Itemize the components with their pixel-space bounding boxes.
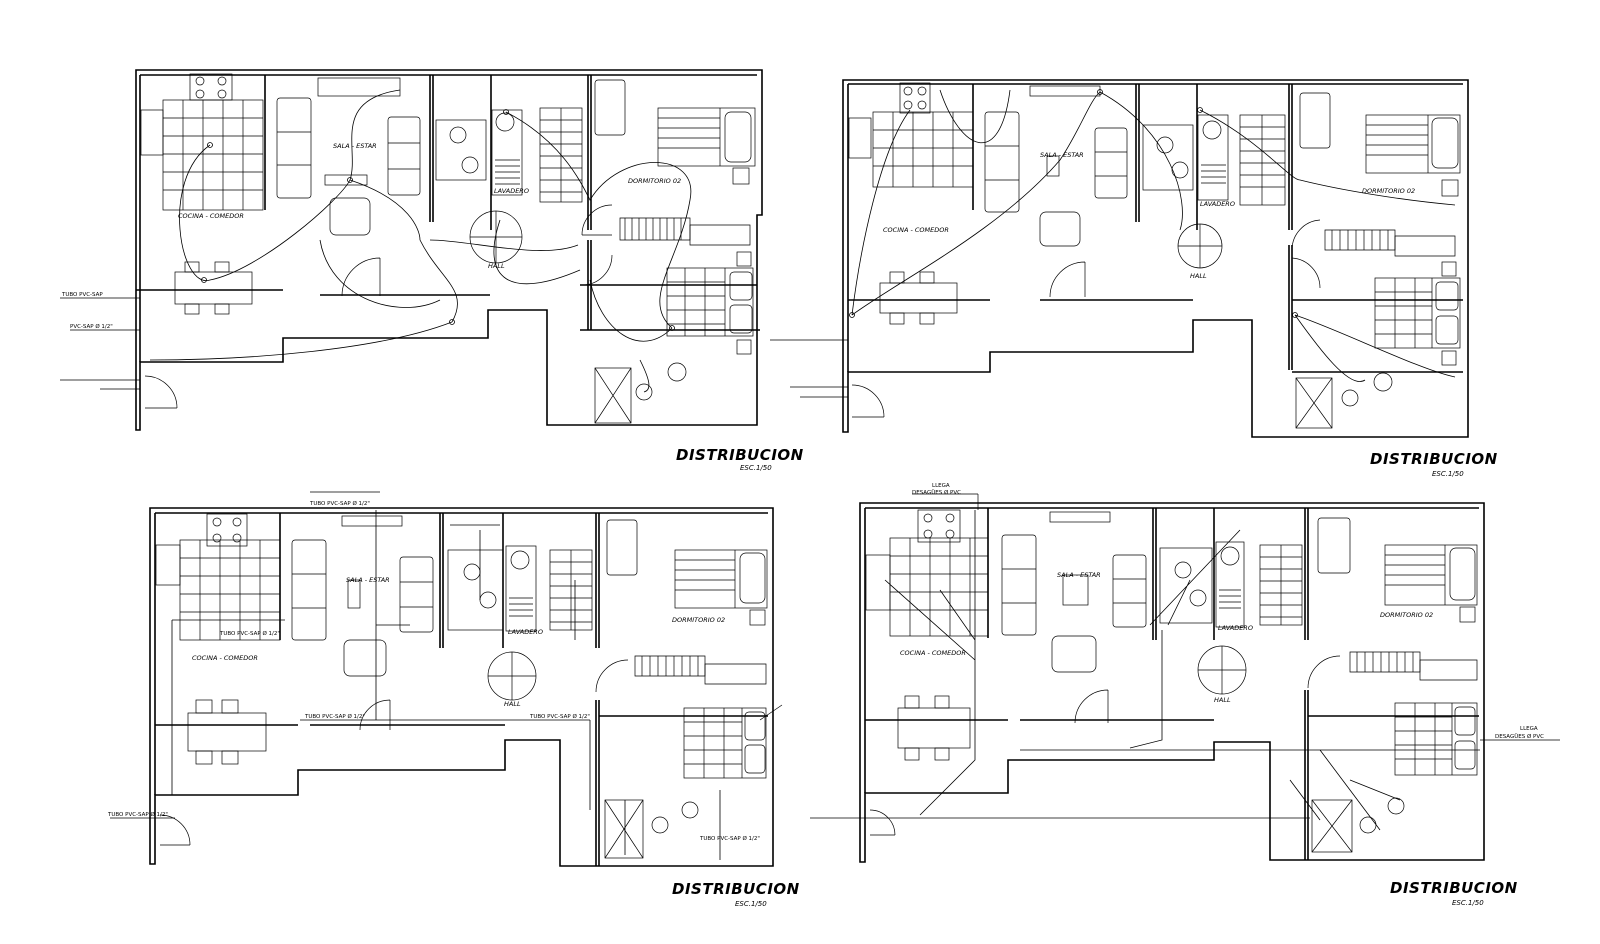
room-label-kitchen-dining: COCINA - COMEDOR <box>192 654 258 662</box>
note-pvc-sap-half: PVC-SAP Ø 1/2" <box>70 323 113 330</box>
room-label-kitchen-dining: COCINA - COMEDOR <box>883 226 949 234</box>
room-label-hall: HALL <box>1190 272 1207 280</box>
plan-title: DISTRIBUCION <box>676 446 804 464</box>
plan-title: DISTRIBUCION <box>1390 879 1518 897</box>
room-label-living: SALA - ESTAR <box>1040 151 1084 159</box>
room-label-kitchen-dining: COCINA - COMEDOR <box>900 649 966 657</box>
note-tubo-pvc-sap-5: TUBO PVC-SAP Ø 1/2" <box>529 713 590 720</box>
note-tubo-pvc-sap-4: TUBO PVC-SAP Ø 1/2" <box>304 713 365 720</box>
plan-scale: ESC.1/50 <box>1432 470 1464 478</box>
room-label-laundry: LAVADERO <box>494 187 529 195</box>
note-tubo-pvc-sap-2: TUBO PVC-SAP Ø 1/2" <box>309 500 370 507</box>
room-label-laundry: LAVADERO <box>1218 624 1253 632</box>
note-tubo-pvc-sap: TUBO PVC-SAP <box>61 292 103 298</box>
room-label-hall: HALL <box>1214 696 1231 704</box>
room-label-kitchen-dining: COCINA - COMEDOR <box>178 212 244 220</box>
floor-plan-1: TUBO PVC-SAP PVC-SAP Ø 1/2" COCINA - COM… <box>60 69 804 472</box>
note-llega-1: LLEGA <box>932 483 950 489</box>
note-desagues-1: DESAGÜES Ø PVC <box>912 489 961 496</box>
room-label-living: SALA - ESTAR <box>333 142 377 150</box>
room-label-laundry: LAVADERO <box>508 628 543 636</box>
room-label-bedroom: DORMITORIO 02 <box>672 616 725 624</box>
note-llega-2: LLEGA <box>1520 726 1538 732</box>
floor-plan-4: LLEGA DESAGÜES Ø PVC LLEGA DESAGÜES Ø PV… <box>810 483 1560 907</box>
room-label-hall: HALL <box>504 700 521 708</box>
plan-title: DISTRIBUCION <box>672 880 800 898</box>
room-label-living: SALA - ESTAR <box>346 576 390 584</box>
plan-scale: ESC.1/50 <box>735 900 767 908</box>
note-tubo-pvc-sap-3: TUBO PVC-SAP Ø 1/2" <box>219 630 280 637</box>
room-label-living: SALA - ESTAR <box>1057 571 1101 579</box>
room-label-hall: HALL <box>488 262 505 270</box>
plan-scale: ESC.1/50 <box>740 464 772 472</box>
room-label-laundry: LAVADERO <box>1200 200 1235 208</box>
room-label-bedroom: DORMITORIO 02 <box>628 177 681 185</box>
floor-plan-2: COCINA - COMEDOR SALA - ESTAR LAVADERO H… <box>770 79 1498 478</box>
room-label-bedroom: DORMITORIO 02 <box>1380 611 1433 619</box>
plan-scale: ESC.1/50 <box>1452 899 1484 907</box>
note-desagues-2: DESAGÜES Ø PVC <box>1495 733 1544 740</box>
floor-plan-3: TUBO PVC-SAP Ø 1/2" TUBO PVC-SAP Ø 1/2" … <box>107 491 800 908</box>
note-tubo-pvc-sap-1: TUBO PVC-SAP Ø 1/2" <box>107 811 168 818</box>
plan-title: DISTRIBUCION <box>1370 450 1498 468</box>
room-label-bedroom: DORMITORIO 02 <box>1362 187 1415 195</box>
note-tubo-pvc-sap-6: TUBO PVC-SAP Ø 1/2" <box>699 835 760 842</box>
